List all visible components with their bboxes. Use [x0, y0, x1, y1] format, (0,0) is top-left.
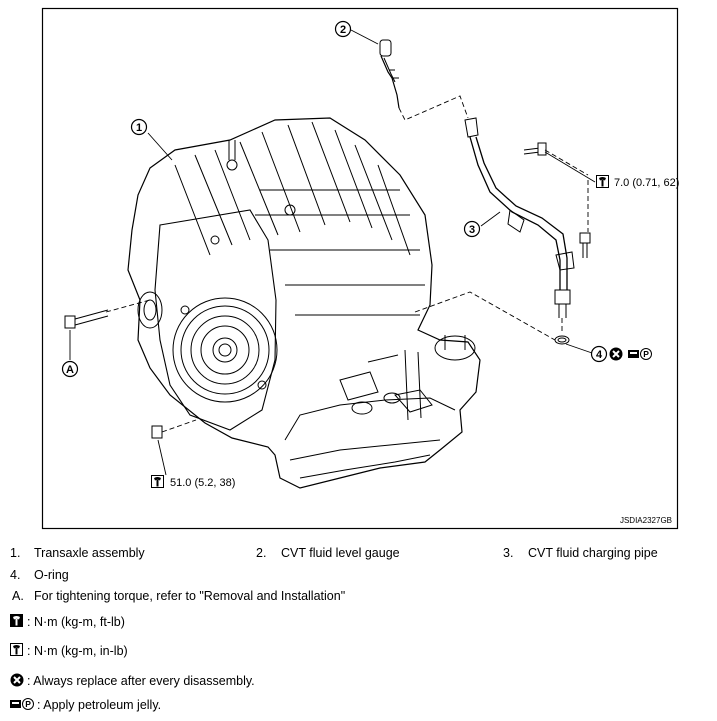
torque-wrench-inlb-icon: [10, 643, 23, 656]
callout-leaders: [69, 29, 596, 476]
legend-item: A. For tightening torque, refer to "Remo…: [12, 589, 345, 603]
svg-text:2: 2: [340, 24, 346, 36]
petroleum-jelly-icon: [9, 698, 34, 710]
svg-text:: Apply petroleum jelly.: : Apply petroleum jelly.: [37, 698, 161, 712]
fluid-level-gauge: [379, 39, 400, 109]
legend-symbol: : Always replace after every disassembly…: [9, 672, 255, 688]
callout-1: 1: [130, 118, 148, 136]
svg-text:1.: 1.: [10, 546, 20, 560]
callout-4: 4: [590, 345, 608, 363]
svg-text:3.: 3.: [503, 546, 513, 560]
svg-text:: N·m (kg-m, in-lb): : N·m (kg-m, in-lb): [27, 644, 128, 658]
svg-text:CVT fluid charging pipe: CVT fluid charging pipe: [528, 546, 658, 560]
svg-text:O-ring: O-ring: [34, 568, 69, 582]
legend-item: 4. O-ring: [10, 568, 69, 582]
svg-text:A: A: [66, 364, 74, 376]
svg-text:A.: A.: [12, 589, 24, 603]
legend-item: 2. CVT fluid level gauge: [256, 546, 400, 560]
svg-text:: N·m (kg-m, ft-lb): : N·m (kg-m, ft-lb): [27, 615, 125, 629]
figure-code: JSDIA2327GB: [620, 516, 672, 525]
always-replace-icon: [9, 672, 25, 688]
dashed-leader-lines: [105, 95, 589, 433]
svg-text:CVT fluid level gauge: CVT fluid level gauge: [281, 546, 400, 560]
transaxle-assembly-drawing: [127, 117, 481, 489]
fluid-charging-pipe: [464, 117, 591, 345]
always-replace-icon: [608, 346, 624, 362]
callout-a: A: [61, 360, 79, 378]
legend: 1. Transaxle assembly 2. CVT fluid level…: [9, 546, 658, 712]
svg-text:3: 3: [469, 224, 475, 236]
legend-item: 1. Transaxle assembly: [10, 546, 145, 560]
svg-text:51.0 (5.2, 38): 51.0 (5.2, 38): [170, 477, 235, 489]
svg-text:4: 4: [596, 349, 603, 361]
svg-text:2.: 2.: [256, 546, 266, 560]
svg-text:7.0 (0.71, 62): 7.0 (0.71, 62): [614, 177, 679, 189]
legend-symbol: : Apply petroleum jelly.: [9, 698, 161, 712]
legend-symbol: : N·m (kg-m, in-lb): [10, 643, 128, 658]
svg-text:Transaxle assembly: Transaxle assembly: [34, 546, 145, 560]
svg-text:: Always replace after every d: : Always replace after every disassembly…: [27, 674, 255, 688]
legend-item: 3. CVT fluid charging pipe: [503, 546, 658, 560]
svg-text:4.: 4.: [10, 568, 20, 582]
svg-text:For tightening torque, refer t: For tightening torque, refer to "Removal…: [34, 589, 345, 603]
callout-2: 2: [334, 20, 352, 38]
torque-spec-transaxle: 51.0 (5.2, 38): [151, 475, 235, 489]
torque-spec-pipe: 7.0 (0.71, 62): [596, 175, 679, 189]
callout-3: 3: [463, 220, 481, 238]
svg-text:1: 1: [136, 122, 142, 134]
torque-wrench-ftlb-icon: [151, 475, 164, 488]
legend-symbol: : N·m (kg-m, ft-lb): [10, 614, 125, 629]
figure-frame: [41, 7, 679, 530]
torque-wrench-inlb-icon: [596, 175, 609, 188]
torque-wrench-ftlb-icon: [10, 614, 23, 627]
